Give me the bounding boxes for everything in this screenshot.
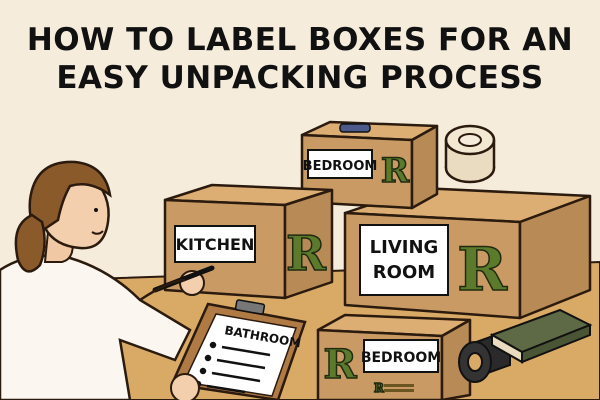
logo-icon: R	[286, 226, 327, 282]
book	[489, 308, 593, 364]
title-line-1: HOW TO LABEL BOXES FOR AN	[27, 22, 573, 58]
tape-roll	[444, 124, 496, 184]
svg-text:R: R	[374, 381, 385, 395]
clip	[234, 299, 266, 315]
label-room: ROOM	[373, 262, 435, 283]
label-bedroom-top: BEDROOM	[303, 159, 378, 174]
clipboard: BATHROOM	[170, 299, 307, 400]
box-handle	[339, 123, 371, 133]
title-line-2: EASY UNPACKING PROCESS	[56, 60, 543, 96]
black-tape-roll	[458, 328, 511, 383]
box-bedroom-front: BEDROOM R R	[316, 313, 472, 400]
ponytail	[14, 213, 46, 273]
label-living: LIVING	[370, 237, 439, 258]
person	[0, 160, 215, 400]
logo-icon: R	[381, 151, 410, 191]
label-bedroom-front: BEDROOM	[361, 350, 441, 366]
brand-mark: R	[373, 380, 414, 396]
logo-icon: R	[457, 235, 508, 305]
logo-icon: R	[323, 341, 357, 388]
label-kitchen: KITCHEN	[176, 235, 255, 254]
